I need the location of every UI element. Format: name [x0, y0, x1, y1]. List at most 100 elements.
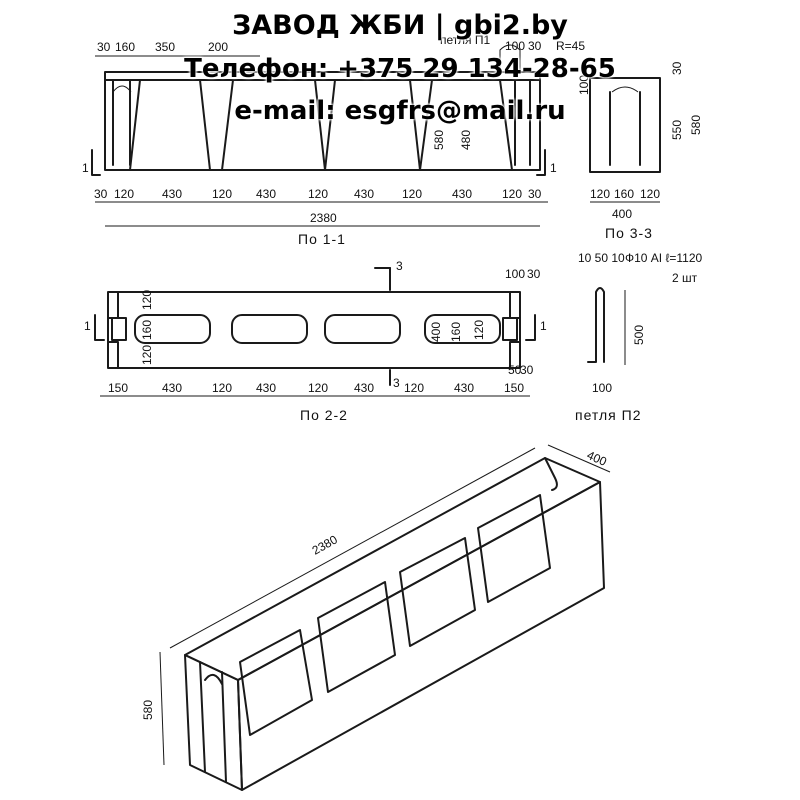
watermark-title: ЗАВОД ЖБИ | gbi2.by — [232, 10, 568, 41]
iso-length-label: 2380 — [310, 532, 340, 557]
cut-22-left-label: 1 — [84, 319, 91, 333]
loop-p1-label: петля П1 — [440, 33, 490, 47]
dim-22-l120b: 120 — [140, 345, 154, 365]
caption-loop-p2: петля П2 — [575, 407, 642, 423]
cut-mark-22-right — [525, 314, 536, 341]
iso-length-line — [169, 447, 536, 649]
dim-total-2380: 2380 — [310, 211, 337, 225]
loop-p2-bar-spec: Ф10 АI ℓ=1120 — [625, 251, 702, 265]
end-inner-walls — [609, 91, 641, 166]
plan-void-2 — [231, 314, 308, 344]
caption-2-2: По 2-2 — [300, 407, 348, 423]
iso-void-2 — [317, 581, 396, 693]
watermark-phone: Телефон: +375 29 134-28-65 — [184, 54, 616, 84]
caption-1-1: По 1-1 — [298, 231, 346, 247]
dim-height-480: 480 — [459, 130, 473, 150]
iso-top-face — [184, 457, 601, 681]
dim-33-b0: 120 — [590, 187, 610, 201]
cut-3-bottom-label: 3 — [393, 376, 400, 390]
section-1-1-view: 30 160 350 200 петля П1 100 30 R=45 580 … — [82, 33, 585, 247]
plan-end-loop-right — [502, 317, 518, 341]
dim-33-580: 580 — [689, 115, 703, 135]
dim-22-r30: 30 — [527, 267, 541, 281]
cut-label-left: 1 — [82, 161, 89, 175]
left-end-notch — [112, 85, 132, 93]
cut-mark-left — [91, 149, 101, 176]
loop-p1 — [499, 44, 521, 72]
iso-height-label: 580 — [141, 700, 155, 720]
end-loop — [611, 86, 639, 93]
dim-22-400: 400 — [429, 322, 443, 342]
dim-22-b0: 150 — [108, 381, 128, 395]
dim-bottom-9: 120 — [502, 187, 522, 201]
dim-top-160: 160 — [115, 40, 135, 54]
caption-3-3: По 3-3 — [605, 225, 653, 241]
iso-void-hidden-lines — [239, 527, 489, 736]
section-3-3-view: 30 100 550 580 120 160 120 400 По 3-3 — [577, 61, 703, 241]
right-end-slot — [514, 79, 531, 166]
plan-void-1 — [134, 314, 211, 344]
dim-22-b6: 120 — [404, 381, 424, 395]
dim-33-b2: 120 — [640, 187, 660, 201]
dim-22-l160: 160 — [140, 320, 154, 340]
loop-p2-bottom: 100 — [592, 381, 612, 395]
dim-bottom-3: 120 — [212, 187, 232, 201]
dim-33-400: 400 — [612, 207, 632, 221]
loop-p2-count: 2 шт — [672, 271, 698, 285]
void-1 — [129, 79, 211, 171]
iso-height-line — [159, 651, 165, 766]
dim-bottom-6: 430 — [354, 187, 374, 201]
block-outline — [104, 71, 541, 171]
dim-right-30: 30 — [528, 39, 542, 53]
void-2 — [221, 79, 326, 171]
dim-22-30: 30 — [520, 363, 534, 377]
cut-mark-right — [536, 149, 546, 176]
dim-bottom-8: 430 — [452, 187, 472, 201]
plan-end-loop-left — [111, 317, 127, 341]
iso-void-3 — [399, 537, 476, 647]
dim-bottom-0: 30 — [94, 187, 108, 201]
dim-33-550: 550 — [670, 120, 684, 140]
dim-33-30: 30 — [670, 61, 684, 75]
cut-22-right-label: 1 — [540, 319, 547, 333]
iso-width-line — [547, 444, 611, 473]
void-4 — [419, 79, 513, 171]
iso-void-4 — [477, 494, 551, 603]
cut-label-right: 1 — [550, 161, 557, 175]
dim-33-100: 100 — [577, 75, 591, 95]
dim-22-b2: 120 — [212, 381, 232, 395]
dim-22-b5: 430 — [354, 381, 374, 395]
plan-right-recess — [509, 291, 521, 369]
iso-end-loop — [204, 673, 223, 685]
section-2-2-view: 3 100 30 120 160 120 160 400 120 50 30 1… — [84, 259, 547, 423]
dim-22-50: 50 — [508, 363, 522, 377]
iso-end-face — [184, 654, 243, 791]
dim-bottom-2: 430 — [162, 187, 182, 201]
iso-width-label: 400 — [585, 448, 609, 469]
dim-22-l120: 120 — [140, 290, 154, 310]
iso-front-face — [237, 481, 605, 791]
left-end-slot — [112, 79, 131, 166]
dim-22-b3: 430 — [256, 381, 276, 395]
cut-mark-22-left — [94, 314, 105, 341]
loop-p2-view: 10 50 10 Ф10 АI ℓ=1120 2 шт 500 100 петл… — [575, 251, 702, 423]
iso-end-slot — [199, 661, 227, 783]
dim-top-200: 200 — [208, 40, 228, 54]
dim-22-b1: 430 — [162, 381, 182, 395]
dim-bottom-5: 120 — [308, 187, 328, 201]
plan-void-3 — [324, 314, 401, 344]
dim-top-30: 30 — [97, 40, 111, 54]
loop-p2-top-dims: 10 50 10 — [578, 251, 625, 265]
dim-22-b8: 150 — [504, 381, 524, 395]
dim-33-b1: 160 — [614, 187, 634, 201]
watermark-email: e-mail: esgfrs@mail.ru — [234, 96, 566, 126]
isometric-view: 2380 400 580 — [141, 444, 611, 791]
void-3 — [324, 79, 421, 171]
dim-22-120: 120 — [472, 320, 486, 340]
dim-22-b7: 430 — [454, 381, 474, 395]
end-outline — [589, 77, 661, 173]
dim-22-b4: 120 — [308, 381, 328, 395]
dim-bottom-7: 120 — [402, 187, 422, 201]
cut-3-top-label: 3 — [396, 259, 403, 273]
dim-right-100: 100 — [505, 39, 525, 53]
